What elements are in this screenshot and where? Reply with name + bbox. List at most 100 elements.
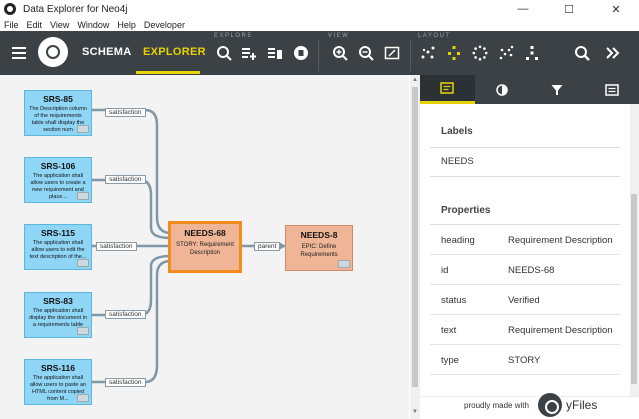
graph-node-srs-106[interactable]: SRS-106 The application shall allow user…: [24, 157, 92, 203]
scroll-up-icon[interactable]: ▲: [412, 77, 418, 83]
fit-to-view-icon[interactable]: [384, 45, 400, 61]
graph-node-needs-68-selected[interactable]: NEEDS-68 STORY: Requirement Description: [168, 221, 242, 273]
divider: [430, 147, 620, 148]
node-title: SRS-115: [40, 228, 76, 238]
node-badge-icon: [77, 394, 89, 402]
circular-layout-icon[interactable]: [472, 45, 488, 61]
edge-label-parent[interactable]: parent: [254, 242, 281, 251]
organic-layout-icon[interactable]: [420, 45, 436, 61]
minimize-button[interactable]: —: [517, 3, 529, 15]
canvas-scrollbar[interactable]: ▲ ▼: [410, 75, 420, 419]
property-row-text: text Requirement Description: [430, 315, 620, 345]
menu-help[interactable]: Help: [117, 19, 136, 30]
tab-filter[interactable]: [530, 75, 585, 104]
node-title: SRS-106: [40, 161, 76, 171]
node-badge-icon: [338, 260, 350, 268]
active-tab-indicator: [136, 71, 200, 74]
menu-view[interactable]: View: [50, 19, 70, 30]
node-text: The application shall allow users to pas…: [29, 375, 87, 402]
node-text: The application shall display the docume…: [29, 308, 87, 328]
edge-label-satisfaction[interactable]: satisfaction: [96, 242, 137, 251]
toolbar-separator: [410, 39, 411, 71]
group-label-explore: EXPLORE: [214, 33, 253, 39]
hierarchic-layout-icon[interactable]: [446, 45, 462, 61]
brand-logo-icon: [38, 37, 68, 67]
property-row-heading: heading Requirement Description: [430, 225, 620, 255]
edge-srs116[interactable]: [92, 259, 172, 384]
property-row-type: type STORY: [430, 345, 620, 375]
app-logo-icon: [4, 3, 16, 15]
hamburger-menu-icon[interactable]: [12, 47, 26, 59]
toolbar-separator: [318, 39, 319, 71]
node-title: SRS-83: [43, 296, 73, 306]
graph-node-needs-8[interactable]: NEEDS-8 EPIC: Define Requirements: [285, 225, 353, 271]
edge-srs85[interactable]: [92, 108, 172, 235]
scroll-down-icon[interactable]: ▼: [412, 409, 418, 415]
edge-label-satisfaction[interactable]: satisfaction: [105, 310, 146, 319]
node-title: SRS-85: [43, 94, 73, 104]
menu-window[interactable]: Window: [77, 19, 110, 30]
property-key: id: [441, 265, 449, 276]
property-row-status: status Verified: [430, 285, 620, 315]
node-badge-icon: [77, 125, 89, 133]
group-label-layout: LAYOUT: [418, 33, 451, 39]
yfiles-logo-icon[interactable]: [538, 393, 562, 417]
scrollbar-thumb[interactable]: [412, 87, 418, 387]
window-title: Data Explorer for Neo4j: [23, 3, 128, 15]
property-value: Requirement Description: [508, 235, 613, 246]
close-button[interactable]: ✕: [611, 3, 621, 16]
radial-layout-icon[interactable]: [498, 45, 514, 61]
property-key: heading: [441, 235, 475, 246]
arrowhead: [279, 242, 286, 250]
tab-details[interactable]: [420, 75, 475, 104]
label-chip: NEEDS: [441, 156, 474, 167]
delete-circle-icon[interactable]: [293, 45, 309, 61]
search-icon[interactable]: [574, 45, 590, 61]
zoom-out-icon[interactable]: [358, 45, 374, 61]
edge-label-satisfaction[interactable]: satisfaction: [105, 175, 146, 184]
node-text: The application shall allow users to edi…: [29, 240, 87, 260]
edge-label-satisfaction[interactable]: satisfaction: [105, 378, 146, 387]
zoom-in-icon[interactable]: [332, 45, 348, 61]
clear-graph-icon[interactable]: [267, 45, 283, 61]
node-badge-icon: [77, 327, 89, 335]
node-text: The application shall allow users to cre…: [30, 173, 86, 200]
scrollbar-thumb[interactable]: [631, 194, 637, 384]
filter-icon: [551, 84, 563, 95]
menu-file[interactable]: File: [4, 19, 19, 30]
panel-scrollbar[interactable]: [630, 104, 639, 396]
menu-developer[interactable]: Developer: [143, 19, 185, 30]
add-to-list-icon[interactable]: [241, 45, 257, 61]
property-value: STORY: [508, 355, 541, 366]
yfiles-brand[interactable]: yFiles: [566, 398, 598, 412]
property-value: Verified: [508, 295, 540, 306]
search-database-icon[interactable]: [216, 45, 232, 61]
graph-node-srs-85[interactable]: SRS-85 The Description column of the req…: [24, 90, 92, 136]
node-title: SRS-116: [40, 363, 76, 373]
graph-node-srs-115[interactable]: SRS-115 The application shall allow user…: [24, 224, 92, 270]
property-row-id: id NEEDS-68: [430, 255, 620, 285]
property-key: status: [441, 295, 467, 306]
panel-content: Labels NEEDS Properties heading Requirem…: [420, 104, 630, 396]
tab-schema[interactable]: SCHEMA: [82, 46, 132, 58]
panel-footer: proudly made with yFiles: [420, 393, 639, 419]
graph-node-srs-116[interactable]: SRS-116 The application shall allow user…: [24, 359, 92, 405]
divider: [430, 176, 620, 177]
maximize-button[interactable]: ☐: [564, 3, 574, 16]
tab-explorer[interactable]: EXPLORER: [143, 46, 206, 58]
node-text: EPIC: Define Requirements: [300, 244, 338, 258]
tab-style[interactable]: [475, 75, 530, 104]
property-value: NEEDS-68: [508, 265, 555, 276]
details-card-icon: [440, 82, 455, 94]
edge-label-satisfaction[interactable]: satisfaction: [105, 108, 146, 117]
details-panel: Labels NEEDS Properties heading Requirem…: [420, 75, 639, 419]
menu-edit[interactable]: Edit: [26, 19, 43, 30]
tab-list[interactable]: [584, 75, 639, 104]
node-title: NEEDS-8: [300, 230, 338, 240]
menu-bar: File Edit View Window Help Developer: [0, 18, 639, 31]
node-text: STORY: Requirement Description: [176, 242, 234, 256]
graph-node-srs-83[interactable]: SRS-83 The application shall display the…: [24, 292, 92, 338]
tree-layout-icon[interactable]: [524, 45, 540, 61]
collapse-panel-icon[interactable]: [604, 45, 620, 61]
